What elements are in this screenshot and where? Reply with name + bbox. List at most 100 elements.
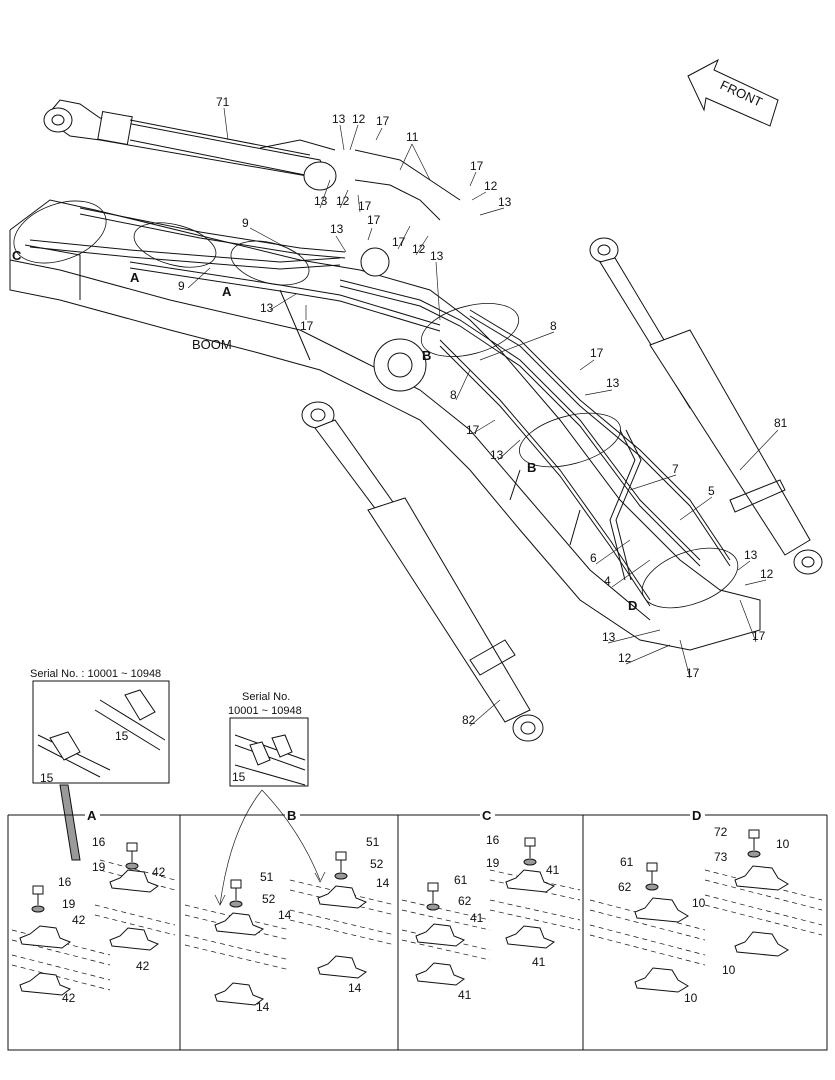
callout: 52 bbox=[262, 892, 276, 906]
callout: 6 bbox=[590, 551, 597, 565]
section-label-b: B bbox=[287, 808, 296, 823]
callout: 73 bbox=[714, 850, 728, 864]
callout: 16 bbox=[92, 835, 106, 849]
callout: 13 bbox=[332, 112, 346, 126]
boom-cylinder-82 bbox=[301, 401, 544, 742]
callout: 7 bbox=[672, 462, 679, 476]
callout: 41 bbox=[470, 911, 484, 925]
callout: 42 bbox=[62, 991, 76, 1005]
callout: 16 bbox=[58, 875, 72, 889]
callout: 15 bbox=[115, 729, 129, 743]
callout: 17 bbox=[392, 235, 406, 249]
callout: 14 bbox=[376, 876, 390, 890]
callout: D bbox=[628, 598, 637, 613]
callout: 15 bbox=[232, 770, 246, 784]
callout: 9 bbox=[178, 279, 185, 293]
callout: 17 bbox=[590, 346, 604, 360]
callout: 9 bbox=[242, 216, 249, 230]
section-a: 16 19 42 16 19 42 42 42 bbox=[11, 835, 176, 1005]
inset-left-title: Serial No. : 10001 ~ 10948 bbox=[30, 668, 161, 680]
callout: 5 bbox=[708, 484, 715, 498]
callout: 12 bbox=[352, 112, 366, 126]
callout: 13 bbox=[606, 376, 620, 390]
callout: 14 bbox=[348, 981, 362, 995]
callout: 13 bbox=[490, 448, 504, 462]
callout: 13 bbox=[430, 249, 444, 263]
callout: 16 bbox=[486, 833, 500, 847]
callout: 17 bbox=[358, 199, 372, 213]
callout: C bbox=[12, 248, 22, 263]
callout: 17 bbox=[376, 114, 390, 128]
section-d: 72 73 10 61 62 10 10 10 bbox=[589, 825, 823, 1005]
callout: B bbox=[422, 348, 431, 363]
callout: 51 bbox=[366, 835, 380, 849]
callout: 13 bbox=[602, 630, 616, 644]
callout: 14 bbox=[256, 1000, 270, 1014]
main-callouts: 71 13 12 17 11 17 12 13 9 13 17 17 12 13… bbox=[12, 95, 788, 727]
boom-body: BOOM bbox=[9, 199, 761, 651]
callout: 19 bbox=[486, 856, 500, 870]
callout: 13 bbox=[330, 222, 344, 236]
callout: 12 bbox=[412, 242, 426, 256]
callout: 11 bbox=[406, 130, 419, 144]
boom-cylinder-81 bbox=[589, 237, 823, 575]
callout: 13 bbox=[744, 548, 758, 562]
callout: 42 bbox=[136, 959, 150, 973]
callout: B bbox=[527, 460, 536, 475]
inset-mid-title-1: Serial No. bbox=[242, 691, 290, 703]
callout: 61 bbox=[454, 873, 468, 887]
callout: 71 bbox=[216, 95, 230, 109]
callout: 10 bbox=[776, 837, 790, 851]
callout: 10 bbox=[692, 896, 706, 910]
callout: 19 bbox=[62, 897, 76, 911]
section-label-d: D bbox=[692, 808, 701, 823]
callout: 72 bbox=[714, 825, 728, 839]
callout: 12 bbox=[760, 567, 774, 581]
inset-mid: Serial No. 10001 ~ 10948 15 bbox=[214, 691, 326, 906]
callout: 8 bbox=[450, 388, 457, 402]
callout: 62 bbox=[458, 894, 472, 908]
callout: 52 bbox=[370, 857, 384, 871]
hydraulic-pipes bbox=[29, 149, 731, 607]
detail-ellipses bbox=[13, 200, 739, 609]
callout: 17 bbox=[300, 319, 314, 333]
callout: 10 bbox=[684, 991, 698, 1005]
callout: 14 bbox=[278, 908, 292, 922]
front-arrow-icon: FRONT bbox=[687, 58, 779, 127]
callout: A bbox=[222, 284, 232, 299]
callout: 17 bbox=[686, 666, 700, 680]
arm-cylinder bbox=[43, 99, 337, 191]
callout: 82 bbox=[462, 713, 476, 727]
callout: 13 bbox=[314, 194, 328, 208]
section-b: 51 52 14 51 52 14 14 14 bbox=[184, 835, 396, 1014]
callout: 15 bbox=[40, 771, 54, 785]
inset-mid-title-2: 10001 ~ 10948 bbox=[228, 705, 302, 717]
inset-left: Serial No. : 10001 ~ 10948 15 15 bbox=[30, 668, 170, 861]
section-label-c: C bbox=[482, 808, 492, 823]
callout: 51 bbox=[260, 870, 274, 884]
section-label-a: A bbox=[87, 808, 97, 823]
callout: 17 bbox=[470, 159, 484, 173]
callout: 4 bbox=[604, 574, 611, 588]
callout: 13 bbox=[260, 301, 274, 315]
callout: 42 bbox=[152, 865, 166, 879]
callout: 61 bbox=[620, 855, 634, 869]
callout: 41 bbox=[458, 988, 472, 1002]
callout: A bbox=[130, 270, 140, 285]
callout: 41 bbox=[532, 955, 546, 969]
callout: 19 bbox=[92, 860, 106, 874]
section-c: 16 19 41 61 62 41 41 41 bbox=[401, 833, 581, 1002]
callout: 10 bbox=[722, 963, 736, 977]
callout: 62 bbox=[618, 880, 632, 894]
callout: 42 bbox=[72, 913, 86, 927]
leader-lines bbox=[187, 107, 779, 727]
callout: 17 bbox=[466, 423, 480, 437]
boom-label: BOOM bbox=[192, 337, 232, 352]
callout: 13 bbox=[498, 195, 512, 209]
section-frames: A B C D bbox=[7, 808, 828, 1051]
callout: 12 bbox=[484, 179, 498, 193]
callout: 12 bbox=[618, 651, 632, 665]
callout: 41 bbox=[546, 863, 560, 877]
callout: 8 bbox=[550, 319, 557, 333]
